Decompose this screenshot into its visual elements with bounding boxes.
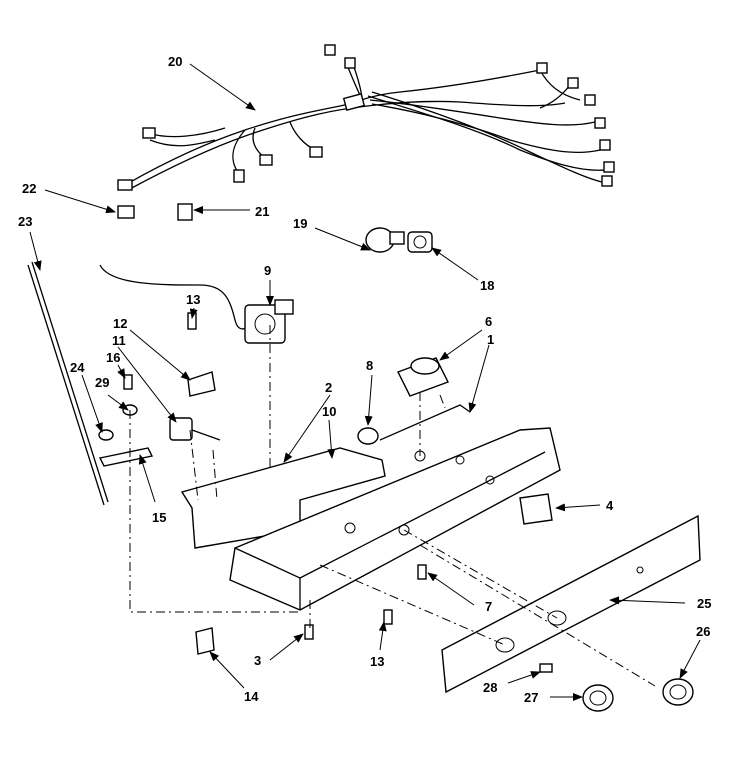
leader-lines [29,63,701,701]
clip-21 [177,203,193,221]
screw-7 [417,564,427,580]
control-11 [169,417,221,441]
callout-1: 1 [487,332,494,347]
callout-22: 22 [22,181,36,196]
callout-23: 23 [18,214,32,229]
callout-10: 10 [322,404,336,419]
screw-13-bottom [383,609,393,625]
clip-14 [195,627,215,655]
grommet-8 [357,427,379,445]
screw-13-top [187,312,197,330]
knob-27 [582,684,614,712]
callout-13-bottom: 13 [370,654,384,669]
callout-20: 20 [168,54,182,69]
screw-16 [123,374,133,390]
callout-29: 29 [95,375,109,390]
washer-24 [98,429,114,441]
bracket-4 [519,493,553,525]
control-housing [229,404,561,611]
callout-labels: 20 22 21 23 19 18 9 13 12 11 16 24 29 15… [18,54,711,705]
callout-24: 24 [70,360,85,375]
callout-8: 8 [366,358,373,373]
callout-14: 14 [244,689,259,704]
clip-22 [117,205,135,219]
callout-25: 25 [697,596,711,611]
light-bulb [365,227,405,253]
bracket-2 [180,447,386,549]
callout-21: 21 [255,204,269,219]
screw-3 [304,624,314,640]
callout-6: 6 [485,314,492,329]
callout-15: 15 [152,510,166,525]
callout-16: 16 [106,350,120,365]
damper-control [397,357,449,397]
bracket-12 [187,371,216,397]
thermostat [99,264,294,344]
callout-7: 7 [485,599,492,614]
callout-27: 27 [524,690,538,705]
callout-12: 12 [113,316,127,331]
callout-11: 11 [112,333,126,348]
wire-harness [117,44,615,191]
indicator-28 [539,663,553,673]
callout-19: 19 [293,216,307,231]
callout-9: 9 [264,263,271,278]
callout-13-top: 13 [186,292,200,307]
callout-18: 18 [480,278,494,293]
light-socket [407,231,433,253]
control-panel [441,514,701,694]
callout-4: 4 [606,498,614,513]
knob-26 [662,678,694,706]
control-rod [27,261,109,506]
callout-26: 26 [696,624,710,639]
callout-28: 28 [483,680,497,695]
callout-3: 3 [254,653,261,668]
callout-2: 2 [325,380,332,395]
assembly-lines [129,325,656,687]
control-arm-15 [98,447,154,467]
